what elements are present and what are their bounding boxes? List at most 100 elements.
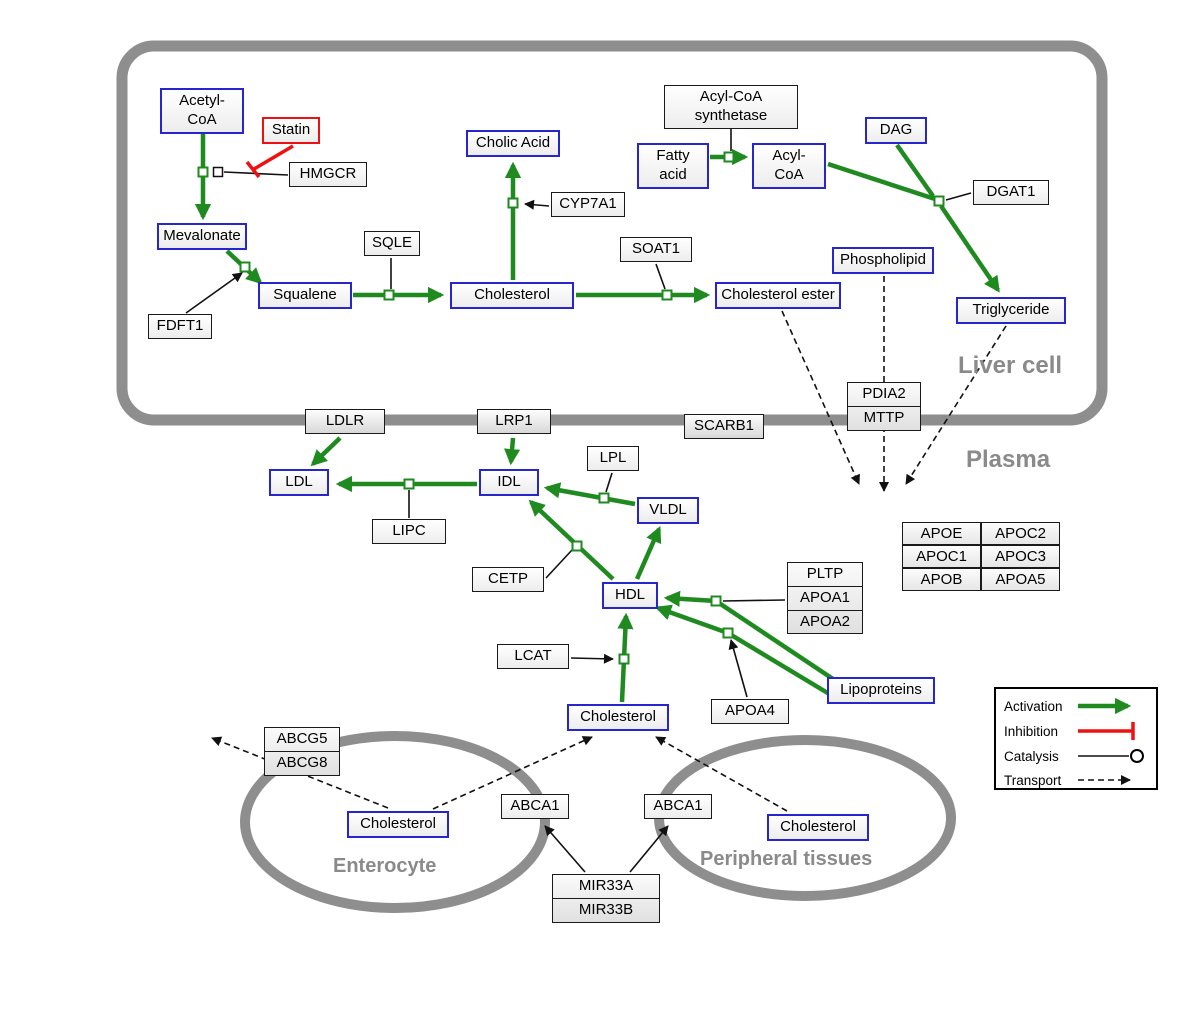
node-statin[interactable]: Statin [262, 117, 320, 144]
edge-vldl-to-idl [543, 482, 636, 507]
reaction-node [403, 478, 415, 490]
node-idl[interactable]: IDL [479, 469, 539, 496]
node-acyl-coa-synthetase[interactable]: Acyl-CoA synthetase [664, 85, 798, 129]
node-mevalonate[interactable]: Mevalonate [157, 223, 247, 250]
catalysis-apoa4 [728, 639, 748, 698]
node-lipc[interactable]: LIPC [372, 519, 446, 544]
node-hmgcr[interactable]: HMGCR [289, 162, 367, 187]
edge-acylcoa-to-dgat-node [827, 161, 936, 202]
node-squalene[interactable]: Squalene [258, 282, 352, 309]
legend-glyphs [1078, 697, 1144, 785]
apo-cell-apoe[interactable]: APOE [902, 522, 981, 545]
node-pltp[interactable]: PLTP [806, 565, 844, 582]
node-sqle[interactable]: SQLE [364, 231, 420, 256]
apo-cell-apob[interactable]: APOB [902, 568, 981, 591]
node-hdl[interactable]: HDL [602, 582, 658, 609]
node-cyp7a1[interactable]: CYP7A1 [551, 192, 625, 217]
node-cholesterol-ester[interactable]: Cholesterol ester [715, 282, 841, 309]
transport-cholesterolester-to-plasma [781, 310, 860, 485]
inhibition-edge [245, 144, 294, 179]
node-vldl[interactable]: VLDL [637, 497, 699, 524]
apo-cell-apoc3[interactable]: APOC3 [981, 545, 1060, 568]
catalysis-lpl [605, 472, 613, 493]
node-lipoproteins[interactable]: Lipoproteins [827, 677, 935, 704]
catalysis-edges [185, 122, 972, 873]
node-fatty-acid[interactable]: Fatty acid [637, 143, 709, 189]
edge-hdl-to-vldl [634, 526, 662, 580]
node-abca1-peripheral[interactable]: ABCA1 [644, 794, 712, 819]
node-fdft1[interactable]: FDFT1 [148, 314, 212, 339]
catalysis-soat1 [655, 263, 666, 290]
node-apoa2[interactable]: APOA2 [788, 609, 862, 634]
node-ldl[interactable]: LDL [269, 469, 329, 496]
node-cholic-acid[interactable]: Cholic Acid [466, 130, 560, 157]
membranes [116, 40, 1108, 913]
reaction-nodes [197, 151, 945, 665]
node-soat1[interactable]: SOAT1 [620, 237, 692, 262]
node-lcat[interactable]: LCAT [497, 644, 569, 669]
complex-pltp-apoa1-apoa2[interactable]: PLTP APOA1 APOA2 [787, 562, 863, 635]
node-mir33b[interactable]: MIR33B [553, 897, 659, 922]
node-lrp1[interactable]: LRP1 [477, 409, 551, 434]
node-cetp[interactable]: CETP [472, 567, 544, 592]
transport-cholesterol-enterocyte-to-plasma [432, 736, 593, 810]
node-abcg5[interactable]: ABCG5 [276, 730, 328, 747]
complex-mir33a-mir33b[interactable]: MIR33A MIR33B [552, 874, 660, 923]
node-pdia2[interactable]: PDIA2 [862, 385, 906, 402]
node-phospholipid[interactable]: Phospholipid [832, 247, 934, 274]
liver-cell-label: Liver cell [958, 352, 1063, 379]
node-mttp[interactable]: MTTP [848, 405, 920, 430]
node-abca1-enterocyte[interactable]: ABCA1 [501, 794, 569, 819]
node-scarb1[interactable]: SCARB1 [684, 414, 764, 439]
node-cholesterol-liver[interactable]: Cholesterol [450, 282, 574, 309]
node-dgat1[interactable]: DGAT1 [973, 180, 1049, 205]
plasma-label: Plasma [966, 446, 1051, 473]
reaction-node [710, 595, 722, 607]
reaction-node [571, 540, 583, 552]
catalysis-cetp [545, 549, 573, 579]
reaction-node [383, 289, 395, 301]
reaction-node [661, 289, 673, 301]
node-ldlr[interactable]: LDLR [305, 409, 385, 434]
node-triglyceride[interactable]: Triglyceride [956, 297, 1066, 324]
node-mir33a[interactable]: MIR33A [578, 877, 634, 894]
reaction-node [239, 261, 251, 273]
catalysis-cyp7a1 [524, 199, 550, 210]
node-apoa4[interactable]: APOA4 [711, 699, 789, 724]
node-cholesterol-enterocyte[interactable]: Cholesterol [347, 811, 449, 838]
reaction-node [598, 492, 610, 504]
edge-dag-to-dgat-node [895, 143, 935, 198]
node-dag[interactable]: DAG [865, 117, 927, 144]
reaction-node [722, 627, 734, 639]
edge-dgatnode-to-triglyceride [939, 204, 1000, 293]
node-apoa1[interactable]: APOA1 [788, 585, 862, 610]
catalysis-fdft1 [185, 272, 243, 314]
node-acyl-coa[interactable]: Acyl-CoA [752, 143, 826, 189]
legend-inhibition-label: Inhibition [1004, 724, 1059, 739]
catalysis-dgat1 [945, 192, 972, 201]
reaction-node [507, 197, 519, 209]
inhibition-statin-bar [245, 160, 261, 179]
node-cholesterol-plasma[interactable]: Cholesterol [567, 704, 669, 731]
apo-cell-apoa5[interactable]: APOA5 [981, 568, 1060, 591]
liver-cell-membrane [116, 40, 1108, 426]
legend-catalysis-circle [1130, 749, 1144, 763]
legend [994, 687, 1158, 790]
edge-lrp1-to-idl [504, 437, 521, 466]
apo-cell-apoc2[interactable]: APOC2 [981, 522, 1060, 545]
apo-cell-apoc1[interactable]: APOC1 [902, 545, 981, 568]
node-acetyl-coa[interactable]: Acetyl-CoA [160, 88, 244, 134]
reaction-node [618, 653, 630, 665]
reaction-node [197, 166, 209, 178]
node-lpl[interactable]: LPL [587, 446, 639, 471]
legend-catalysis-label: Catalysis [1004, 749, 1059, 764]
reaction-node [723, 151, 735, 163]
node-cholesterol-peripheral[interactable]: Cholesterol [767, 814, 869, 841]
complex-pdia2-mttp[interactable]: PDIA2 MTTP [847, 382, 921, 431]
catalysis-node-hmgcr [212, 166, 224, 178]
peripheral-tissues-label: Peripheral tissues [700, 848, 873, 870]
complex-abcg5-abcg8[interactable]: ABCG5 ABCG8 [264, 727, 340, 776]
node-abcg8[interactable]: ABCG8 [265, 750, 339, 775]
